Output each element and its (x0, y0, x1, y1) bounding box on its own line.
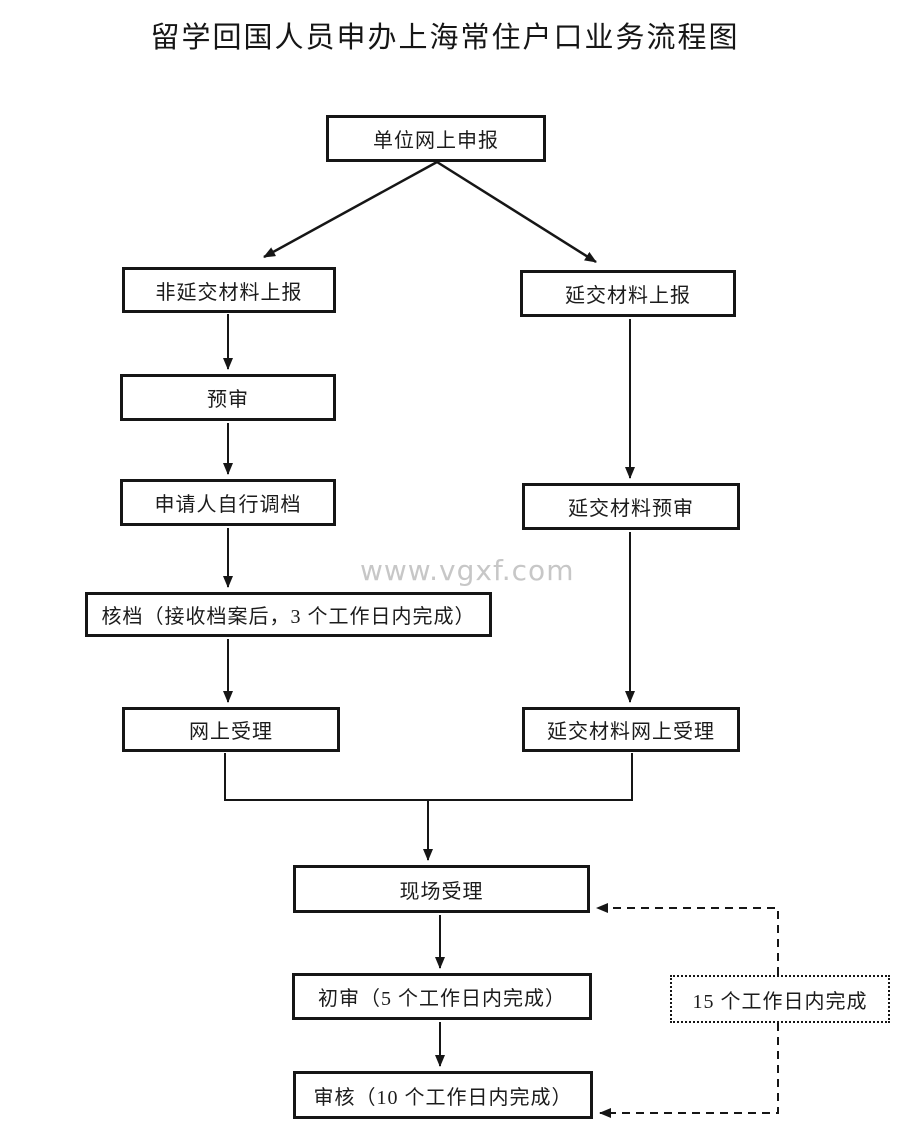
arrow-start-to-right (436, 160, 597, 264)
watermark: www.vgxf.com (360, 554, 575, 587)
flow-node-deferred-report: 延交材料上报 (520, 270, 736, 317)
page-title: 留学回国人员申办上海常住户口业务流程图 (150, 22, 740, 54)
flow-node-first-review: 初审（5 个工作日内完成） (292, 973, 592, 1020)
flow-node-non-deferred-report: 非延交材料上报 (122, 267, 336, 313)
flow-node-pre-review: 预审 (120, 374, 336, 421)
merge-connector (224, 753, 633, 801)
dashed-arrow-note-to-onsite (596, 903, 779, 975)
flow-node-file-check: 核档（接收档案后，3 个工作日内完成） (85, 592, 492, 637)
dashed-arrow-note-to-final-review (599, 1023, 779, 1118)
flow-node-online-accept: 网上受理 (122, 707, 340, 752)
flow-node-start: 单位网上申报 (326, 115, 546, 162)
arrow-start-to-left (263, 160, 438, 259)
flow-node-onsite-accept: 现场受理 (293, 865, 590, 913)
flow-node-deadline-note: 15 个工作日内完成 (670, 975, 890, 1023)
flow-node-deferred-online-accept: 延交材料网上受理 (522, 707, 740, 752)
flow-node-self-file-transfer: 申请人自行调档 (120, 479, 336, 526)
flow-node-deferred-pre-review: 延交材料预审 (522, 483, 740, 530)
flow-node-final-review: 审核（10 个工作日内完成） (293, 1071, 593, 1119)
